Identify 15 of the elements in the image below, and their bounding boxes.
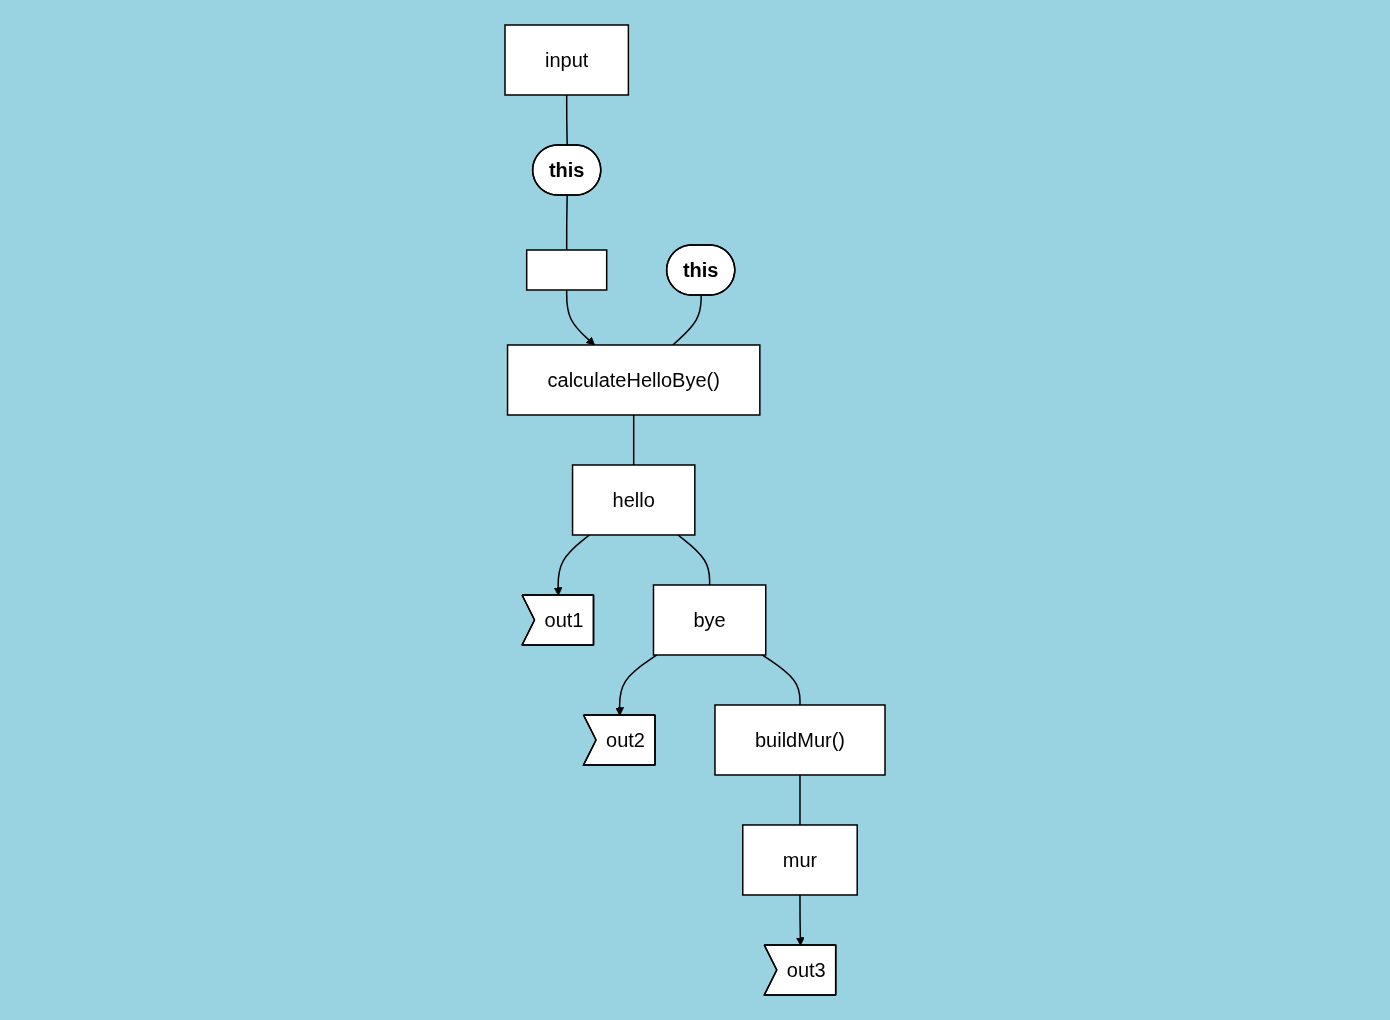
node-box: calculateHelloBye() (506, 344, 761, 416)
node-box: buildMur() (714, 704, 886, 776)
connector (672, 294, 702, 346)
connector (632, 414, 635, 466)
node-box: bye (652, 584, 767, 656)
node-box (525, 249, 608, 291)
connector (565, 194, 568, 251)
connector (799, 774, 801, 826)
connector (565, 94, 568, 147)
node-box: input (504, 24, 630, 96)
node-box: hello (571, 464, 696, 536)
node-box: mur (742, 824, 858, 896)
connector (761, 654, 801, 706)
arrow (565, 289, 595, 346)
connector (677, 534, 711, 586)
